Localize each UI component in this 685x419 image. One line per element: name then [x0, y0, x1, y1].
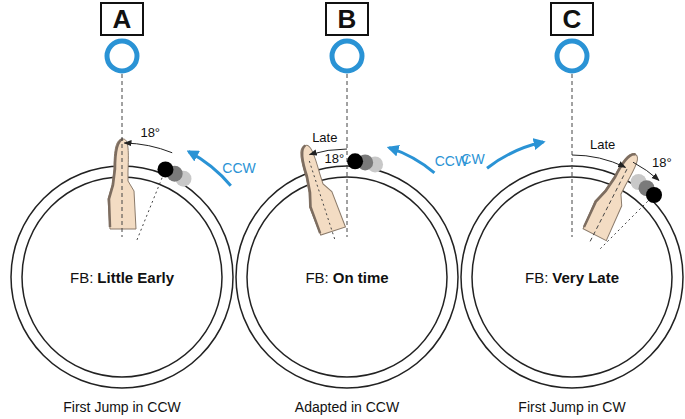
panel-illustration — [291, 74, 434, 239]
angle-arc — [124, 143, 172, 153]
panel-letter: A — [113, 4, 132, 35]
ball — [367, 156, 383, 172]
hand-figure — [291, 141, 345, 235]
ball — [639, 180, 655, 196]
rotation-arrow — [189, 152, 231, 186]
hand-shape — [581, 148, 647, 241]
angle-arc — [633, 162, 659, 180]
angle-label: 18° — [325, 150, 345, 165]
feedback-prefix: FB: — [70, 269, 93, 286]
panel-illustration — [487, 74, 662, 249]
direction-label: CW — [461, 151, 484, 167]
outer-circle — [236, 166, 458, 388]
rotation-circle: FB: On time — [235, 165, 459, 389]
target-line — [122, 74, 123, 237]
direction-label: CCW — [435, 153, 468, 169]
ball — [157, 161, 173, 177]
target-ring — [107, 41, 137, 71]
feedback-value: Very Late — [552, 269, 619, 286]
hand-shape — [108, 139, 136, 229]
rotation-arrow — [487, 142, 543, 168]
feedback-prefix: FB: — [525, 269, 548, 286]
ball — [167, 166, 183, 182]
target-ring — [557, 41, 587, 71]
inner-circle — [472, 177, 672, 377]
angle-arc — [572, 155, 625, 167]
feedback-text: FB:Very Late — [460, 269, 684, 286]
angle-line — [137, 164, 168, 240]
ball — [357, 154, 373, 170]
feedback-value: On time — [333, 269, 389, 286]
angle-label: Late — [312, 129, 337, 144]
hand-shading — [109, 139, 123, 227]
feedback-prefix: FB: — [305, 269, 328, 286]
angle-line — [590, 168, 627, 241]
rotation-circle: FB:Very Late — [460, 165, 684, 389]
angle-line — [600, 191, 658, 249]
feedback-value: Little Early — [97, 269, 174, 286]
inner-circle — [22, 177, 222, 377]
angle-label: 18° — [140, 124, 160, 139]
target-line — [347, 74, 348, 237]
angle-line — [309, 161, 334, 239]
target-line — [572, 74, 573, 237]
panel-letter: B — [338, 4, 357, 35]
angle-label: Late — [590, 137, 615, 152]
panel-caption: First Jump in CW — [518, 399, 625, 415]
feedback-text: FB:Little Early — [10, 269, 234, 286]
angle-label: 18° — [652, 154, 672, 169]
hand-figure — [581, 148, 647, 241]
direction-label: CCW — [222, 160, 255, 176]
rotation-circle: FB:Little Early — [10, 165, 234, 389]
outer-circle — [11, 166, 233, 388]
ball — [646, 187, 662, 203]
panel-caption: Adapted in CCW — [295, 399, 399, 415]
ball — [347, 153, 363, 169]
hand-figure — [108, 139, 136, 229]
panel-letter-box: B — [325, 2, 369, 36]
panel-letter-box: A — [100, 2, 144, 36]
panel-illustration — [108, 74, 231, 240]
inner-circle — [247, 177, 447, 377]
hand-shading — [583, 148, 635, 233]
ball — [175, 171, 191, 187]
outer-circle — [461, 166, 683, 388]
rotation-arrow — [389, 148, 434, 173]
feedback-text: FB: On time — [235, 269, 459, 286]
hand-shading — [292, 145, 333, 233]
angle-arc — [310, 149, 347, 155]
panel-caption: First Jump in CCW — [63, 399, 180, 415]
hand-shape — [291, 141, 345, 235]
panel-letter: C — [563, 4, 582, 35]
panel-letter-box: C — [550, 2, 594, 36]
ball — [631, 174, 647, 190]
target-ring — [332, 41, 362, 71]
